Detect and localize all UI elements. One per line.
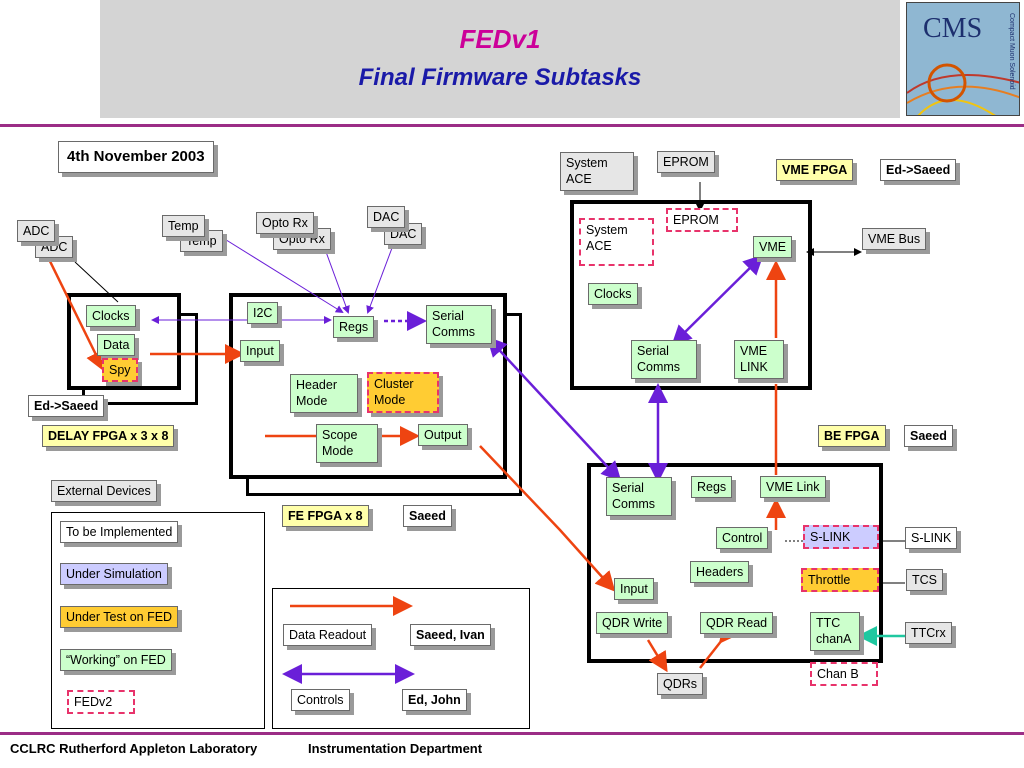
- legend-arrows-frame: [272, 588, 530, 729]
- legend-controls-owner: Ed, John: [402, 689, 467, 712]
- fe-fpga-owner: Saeed: [403, 505, 452, 528]
- page-title: FEDv1: [459, 24, 541, 54]
- header-rule: [0, 124, 1024, 127]
- be-chan-b: Chan B: [810, 662, 878, 687]
- be-qdr-read: QDR Read: [700, 612, 774, 635]
- system-ace-device: System ACE: [560, 152, 634, 191]
- eprom-device: EPROM: [657, 151, 715, 174]
- vme-core: VME: [753, 236, 793, 259]
- qdrs-device: QDRs: [657, 673, 704, 696]
- fe-header-mode: Header Mode: [290, 374, 358, 413]
- fe-serial-comms: Serial Comms: [426, 305, 492, 344]
- fe-cluster-mode: Cluster Mode: [367, 372, 439, 413]
- footer-rule: [0, 732, 1024, 735]
- be-fpga-owner: Saeed: [904, 425, 953, 448]
- cms-logo: CMS Compact Muon Solenoid: [906, 2, 1020, 116]
- legend-working: “Working” on FED: [60, 649, 172, 672]
- legend-under-test: Under Test on FED: [60, 606, 179, 629]
- legend-fedv2: FEDv2: [67, 690, 135, 715]
- be-control: Control: [716, 527, 769, 550]
- vme-clocks: Clocks: [588, 283, 638, 306]
- title-banner: [100, 0, 900, 118]
- be-serial-comms: Serial Comms: [606, 477, 672, 516]
- fe-fpga-label: FE FPGA x 8: [282, 505, 369, 528]
- temp-sensor: Temp: [162, 215, 205, 238]
- vme-link: VME LINK: [734, 340, 784, 379]
- vme-serial-comms: Serial Comms: [631, 340, 697, 379]
- delay-clocks: Clocks: [86, 305, 136, 328]
- vme-eprom: EPROM: [666, 208, 738, 233]
- legend-data-owner: Saeed, Ivan: [410, 624, 491, 647]
- be-headers: Headers: [690, 561, 750, 584]
- ttcrx-device: TTCrx: [905, 622, 952, 645]
- be-input: Input: [614, 578, 654, 601]
- be-vme-link: VME Link: [760, 476, 826, 499]
- be-regs: Regs: [691, 476, 733, 499]
- vme-fpga-owner: Ed->Saeed: [880, 159, 957, 182]
- slink-output: S-LINK: [905, 527, 958, 550]
- legend-to-be-implemented: To be Implemented: [60, 521, 179, 544]
- footer-department: Instrumentation Department: [308, 741, 483, 756]
- be-ttc-chana: TTC chanA: [810, 612, 860, 651]
- page-subtitle: Final Firmware Subtasks: [358, 64, 642, 91]
- fe-regs: Regs: [333, 316, 375, 339]
- fe-input: Input: [240, 340, 280, 363]
- be-qdr-write: QDR Write: [596, 612, 669, 635]
- be-fpga-label: BE FPGA: [818, 425, 886, 448]
- legend-external-devices: External Devices: [51, 480, 157, 503]
- be-throttle: Throttle: [801, 568, 879, 593]
- fe-scope-mode: Scope Mode: [316, 424, 378, 463]
- adc-device: ADC: [17, 220, 56, 243]
- fe-i2c: I2C: [247, 302, 279, 325]
- date-label: 4th November 2003: [58, 141, 214, 173]
- vme-system-ace: System ACE: [579, 218, 654, 266]
- legend-data-readout: Data Readout: [283, 624, 373, 647]
- delay-spy: Spy: [102, 358, 138, 383]
- delay-fpga-label: DELAY FPGA x 3 x 8: [42, 425, 175, 448]
- be-slink: S-LINK: [803, 525, 879, 550]
- vme-bus: VME Bus: [862, 228, 927, 251]
- legend-controls: Controls: [291, 689, 350, 712]
- vme-fpga-label: VME FPGA: [776, 159, 854, 182]
- footer-lab: CCLRC Rutherford Appleton Laboratory: [10, 741, 258, 756]
- fe-output: Output: [418, 424, 468, 447]
- dac-device: DAC: [367, 206, 406, 229]
- delay-data: Data: [97, 334, 136, 357]
- legend-status-frame: [51, 512, 265, 729]
- legend-under-simulation: Under Simulation: [60, 563, 168, 586]
- cms-logo-text: CMS: [923, 13, 983, 44]
- tcs-device: TCS: [906, 569, 943, 592]
- delay-owner: Ed->Saeed: [28, 395, 105, 418]
- opto-rx: Opto Rx: [256, 212, 314, 235]
